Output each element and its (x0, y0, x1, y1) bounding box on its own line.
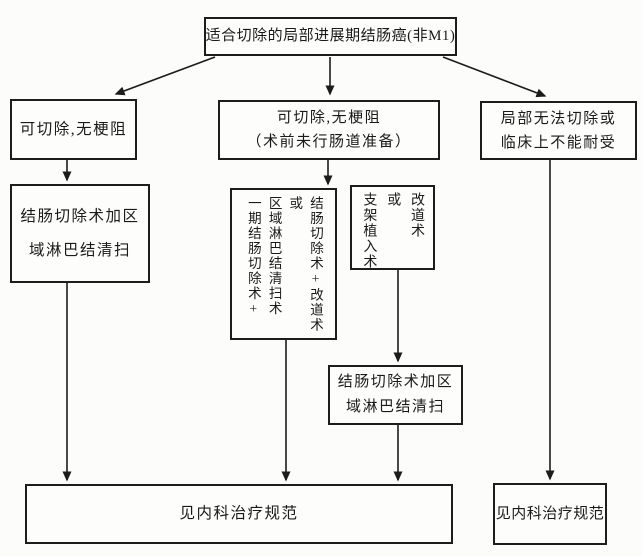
node-see-medical-treatment-standard-main: 见内科治疗规范 (25, 484, 453, 544)
node-label-line2: （术前未行肠道准备） (246, 134, 412, 150)
node-label: 可切除,无梗阻 (19, 120, 128, 138)
node-resectable-no-bowel-prep: 可切除,无梗阻 （术前未行肠道准备） (218, 100, 440, 160)
node-label-line2: 域淋巴结清扫 (345, 399, 445, 415)
vertical-text-column: 结肠切除术+改道术 (308, 196, 323, 333)
node-label-line1: 结肠切除术加区 (20, 207, 140, 225)
node-label-line1: 可切除,无梗阻 (276, 110, 382, 126)
vertical-text-column: 支架植入术 (361, 192, 377, 270)
arrow-top-to-right (442, 56, 547, 98)
node-label: 见内科治疗规范 (495, 505, 605, 522)
node-resectable-no-obstruction: 可切除,无梗阻 (10, 99, 137, 160)
vertical-text-column: 或 (287, 196, 303, 211)
node-unresectable-or-intolerant: 局部无法切除或 临床上不能耐受 (480, 101, 637, 160)
node-label-line1: 局部无法切除或 (500, 110, 617, 127)
node-label-line2: 域淋巴结清扫 (28, 241, 131, 259)
vertical-text-column: 区域淋巴结清扫术 (266, 196, 282, 316)
node-label-line2: 临床上不能耐受 (500, 134, 617, 151)
node-eligible-advanced-colon-cancer: 适合切除的局部进展期结肠癌(非M1) (204, 17, 457, 56)
node-label-line1: 结肠切除术加区 (337, 373, 454, 390)
vertical-text-column: 或 (385, 192, 401, 208)
arrow-top-to-left (114, 56, 216, 96)
node-see-medical-treatment-standard-right: 见内科治疗规范 (493, 483, 607, 545)
node-label: 见内科治疗规范 (179, 505, 299, 523)
vertical-text-column: 改道术 (408, 192, 424, 239)
node-colectomy-lymph-dissection-left: 结肠切除术加区 域淋巴结清扫 (10, 184, 150, 283)
vertical-text-column: 一期结肠切除术+ (245, 196, 261, 318)
node-colectomy-lymph-dissection-mid: 结肠切除术加区 域淋巴结清扫 (328, 365, 463, 425)
node-label: 适合切除的局部进展期结肠癌(非M1) (205, 28, 456, 45)
node-one-stage-resection-options: 一期结肠切除术+ 区域淋巴结清扫术 或 结肠切除术+改道术 (230, 188, 337, 340)
node-stent-or-diversion-options: 支架植入术 或 改道术 (350, 185, 435, 270)
